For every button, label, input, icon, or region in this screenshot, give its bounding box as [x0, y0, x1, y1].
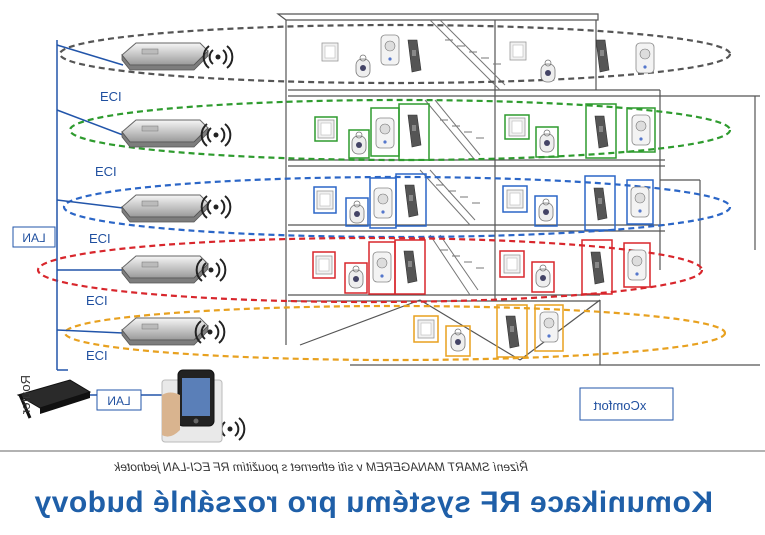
wall-switch-icon — [508, 117, 526, 137]
key-fob-icon — [351, 131, 367, 155]
floor-2-ellipse — [36, 236, 704, 304]
remote-control-icon — [590, 251, 605, 285]
remote-control-icon — [404, 184, 419, 218]
wall-switch-icon — [509, 41, 527, 61]
wall-switch-icon — [315, 255, 333, 275]
key-fob-icon — [355, 54, 371, 78]
eci-gateway-icon — [121, 255, 209, 284]
lan-router-label: LAN — [107, 394, 130, 408]
smartphone-icon — [161, 369, 223, 443]
xcomfort-label: xComfort — [593, 398, 646, 413]
key-fob-icon — [535, 264, 551, 288]
eci-label: ECI — [86, 293, 108, 308]
wall-switch-icon — [316, 190, 334, 210]
plug-adapter-icon — [380, 34, 400, 66]
remote-control-icon — [403, 250, 418, 284]
floor-5-ellipse — [58, 23, 732, 85]
plug-adapter-icon — [539, 311, 559, 343]
wall-switch-icon — [321, 42, 339, 62]
remote-control-icon — [594, 115, 609, 149]
staircase — [419, 19, 506, 296]
remote-control-icon — [407, 39, 422, 73]
floor-1-ellipse — [63, 304, 727, 362]
key-fob-icon — [349, 200, 365, 224]
key-fob-icon — [450, 328, 466, 352]
key-fob-icon — [538, 198, 554, 222]
eci-label: ECI — [100, 89, 122, 104]
wall-switch-icon — [417, 319, 435, 339]
eci-label: ECI — [89, 231, 111, 246]
xcomfort-box — [579, 387, 674, 421]
building-outline — [276, 13, 760, 366]
wall-switch-icon — [503, 254, 521, 274]
plug-adapter-icon — [372, 251, 392, 283]
floor-3-devices — [313, 173, 654, 231]
remote-control-icon — [593, 187, 608, 221]
caption-subtitle: Řízení SMART MANAGEREM v síti ethernet s… — [114, 460, 528, 474]
plug-adapter-icon — [635, 42, 655, 74]
key-fob-icon — [348, 265, 364, 289]
plug-adapter-icon — [631, 114, 651, 146]
eci-gateway-icon — [121, 42, 209, 71]
wall-switch-icon — [506, 189, 524, 209]
eci-label: ECI — [86, 348, 108, 363]
caption-title: Komunikace RF systému pro rozsáhlé budov… — [34, 486, 713, 519]
router-icon — [16, 379, 92, 419]
router-label: Router — [18, 375, 33, 415]
lan-box — [12, 226, 56, 248]
plug-adapter-icon — [630, 186, 650, 218]
lan-router-box — [96, 389, 142, 411]
remote-control-icon — [505, 315, 520, 349]
floor-2-devices — [312, 239, 651, 295]
eci-gateway-icon — [121, 194, 209, 223]
eci-gateway-icon — [121, 119, 209, 148]
floor-3-ellipse — [62, 175, 732, 239]
plug-adapter-icon — [373, 187, 393, 219]
remote-control-icon — [595, 39, 610, 73]
key-fob-icon — [540, 59, 556, 83]
wireless-signal-icon — [202, 45, 234, 69]
lan-label: LAN — [22, 231, 45, 245]
floor-4-devices — [314, 103, 656, 161]
plug-adapter-icon — [375, 117, 395, 149]
wall-switch-icon — [317, 119, 335, 139]
floor-1-devices — [413, 304, 564, 358]
remote-control-icon — [407, 114, 422, 148]
plug-adapter-icon — [627, 249, 647, 281]
key-fob-icon — [539, 129, 555, 153]
eci-label: ECI — [95, 164, 117, 179]
